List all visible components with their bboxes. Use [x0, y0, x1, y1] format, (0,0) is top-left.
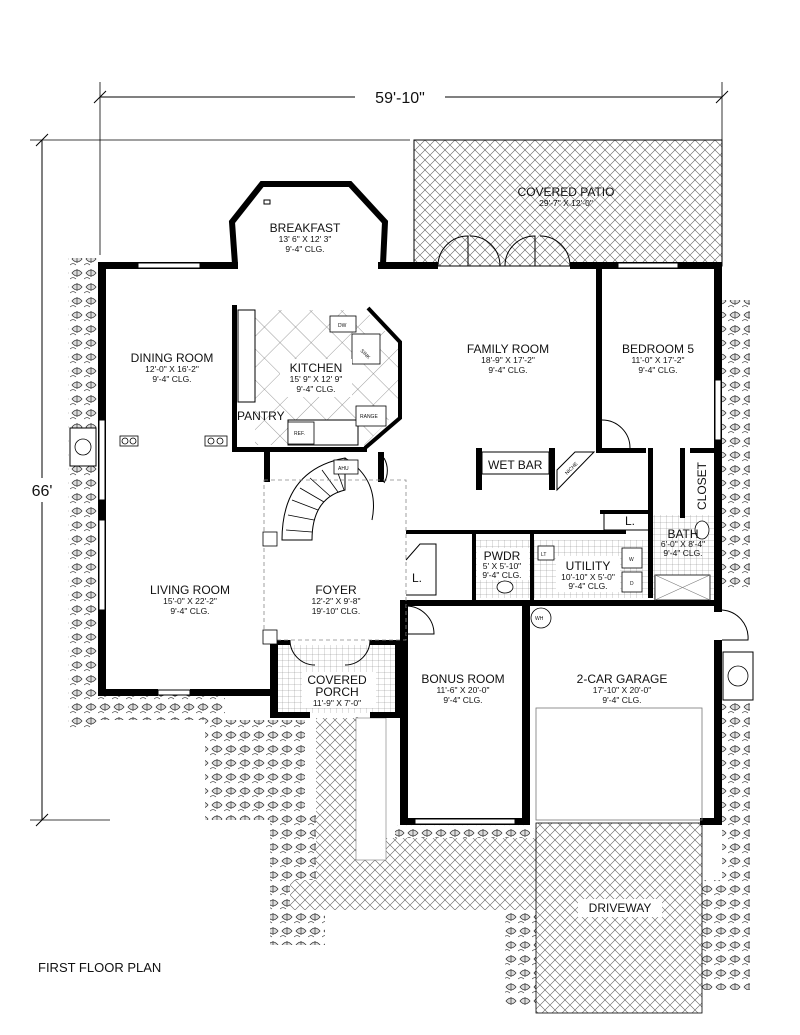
- driveway-label-group: DRIVEWAY: [578, 899, 662, 917]
- foyer-dims: 12'-2" X 9'-8": [312, 596, 361, 606]
- width-dimension: 59'-10": [93, 82, 729, 255]
- utility-dims: 10'-10" X 5'-0": [561, 572, 615, 582]
- walkway-paving: [290, 717, 540, 910]
- dining-fireplace: [69, 427, 97, 467]
- garage-ceiling: 9'-4" CLG.: [602, 695, 641, 705]
- driveway-paving: [535, 822, 703, 1014]
- room-dining: DINING ROOM 12'-0" X 16'-2" 9'-4" CLG.: [131, 351, 214, 384]
- doors: [289, 419, 749, 666]
- room-bedroom-5: BEDROOM 5 11'-0" X 17'-2" 9'-4" CLG.: [622, 342, 694, 375]
- width-dimension-label: 59'-10": [375, 90, 425, 107]
- room-bonus: BONUS ROOM 11'-6" X 20'-0" 9'-4" CLG.: [421, 672, 504, 705]
- curved-staircase: [281, 457, 374, 541]
- water-heater-label: WH: [535, 616, 544, 622]
- linen-label-2: L.: [625, 514, 635, 528]
- foyer-name: FOYER: [315, 583, 357, 597]
- kitchen-dims: 15' 9" X 12' 9": [290, 374, 343, 384]
- dining-room-ceiling: 9'-4" CLG.: [152, 374, 191, 384]
- living-room-name: LIVING ROOM: [150, 583, 230, 597]
- room-bath: BATH 6'-0" X 8'-4" 9'-4" CLG.: [661, 527, 705, 558]
- covered-patio-paving: [413, 139, 723, 267]
- room-breakfast: BREAKFAST 13' 6" X 12' 3" 9'-4" CLG.: [270, 221, 341, 254]
- foyer-ceiling: 19'-10" CLG.: [312, 606, 361, 616]
- dining-room-dims: 12'-0" X 16'-2": [145, 364, 199, 374]
- linen-label-1: L.: [412, 571, 422, 585]
- column: [262, 629, 278, 645]
- wet-bar-label: WET BAR: [488, 458, 543, 472]
- bath-name: BATH: [667, 527, 698, 541]
- kitchen-name: KITCHEN: [290, 361, 343, 375]
- family-room-ceiling: 9'-4" CLG.: [488, 365, 527, 375]
- covered-patio-dims: 29'-7" X 12'-0": [539, 198, 593, 208]
- bath-dims: 6'-0" X 8'-4": [661, 539, 705, 549]
- breakfast-name: BREAKFAST: [270, 221, 341, 235]
- refrigerator-label: REF.: [294, 431, 305, 437]
- patio-doors: [437, 235, 571, 267]
- dishwasher-label: DW: [338, 323, 347, 329]
- kitchen-counters: [237, 309, 387, 446]
- breakfast-dims: 13' 6" X 12' 3": [279, 234, 332, 244]
- depth-dimension-label: 66': [32, 483, 53, 500]
- closet-label: CLOSET: [695, 461, 709, 510]
- garage-dims: 17'-10" X 20'-0": [593, 685, 651, 695]
- room-family: FAMILY ROOM 18'-9" X 17'-2" 9'-4" CLG.: [467, 342, 549, 375]
- covered-porch-dims: 11'-9" X 7'-0": [313, 698, 361, 708]
- depth-dimension: 66': [26, 133, 410, 827]
- linen-closet-1: [405, 543, 437, 596]
- laundry-tub-label: LT: [541, 552, 546, 558]
- bonus-room-name: BONUS ROOM: [421, 672, 504, 686]
- covered-patio-name: COVERED PATIO: [518, 185, 615, 199]
- column: [262, 531, 278, 547]
- toilet: [694, 520, 710, 540]
- family-room-dims: 18'-9" X 17'-2": [481, 355, 535, 365]
- niche: [556, 451, 596, 492]
- dining-room-name: DINING ROOM: [131, 351, 214, 365]
- garage-name: 2-CAR GARAGE: [577, 672, 668, 686]
- kitchen-ceiling: 9'-4" CLG.: [296, 384, 335, 394]
- wet-bar-counter: [481, 451, 550, 475]
- ahu-label: AHU: [338, 466, 349, 472]
- bonus-room-ceiling: 9'-4" CLG.: [443, 695, 482, 705]
- windows: [98, 199, 722, 825]
- dryer-label: D: [630, 581, 634, 587]
- pwdr-dims: 5' X 5'-10": [483, 561, 521, 571]
- room-foyer: FOYER 12'-2" X 9'-8" 19'-10" CLG.: [312, 583, 361, 616]
- pwdr-name: PWDR: [484, 549, 521, 563]
- breakfast-ceiling: 9'-4" CLG.: [285, 244, 324, 254]
- room-garage: 2-CAR GARAGE 17'-10" X 20'-0" 9'-4" CLG.: [577, 672, 668, 705]
- water-heater: [530, 607, 552, 629]
- range-label: RANGE: [360, 414, 378, 420]
- pass-through: [119, 435, 228, 447]
- living-room-dims: 15'-0" X 22'-2": [163, 596, 217, 606]
- pantry-label: PANTRY: [237, 409, 285, 423]
- exterior-ac-unit: [722, 651, 754, 701]
- bonus-room-dims: 11'-6" X 20'-0": [436, 685, 489, 695]
- foyer-outline: [263, 479, 407, 641]
- linen-closet-2: [603, 512, 648, 531]
- walls: [98, 181, 722, 825]
- bath-ceiling: 9'-4" CLG.: [663, 548, 702, 558]
- room-living: LIVING ROOM 15'-0" X 22'-2" 9'-4" CLG.: [150, 583, 230, 616]
- room-kitchen: KITCHEN 15' 9" X 12' 9" 9'-4" CLG.: [280, 359, 352, 397]
- utility-name: UTILITY: [566, 559, 611, 573]
- utility-ceiling: 9'-4" CLG.: [568, 581, 607, 591]
- plan-title: FIRST FLOOR PLAN: [38, 960, 161, 975]
- bedroom5-ceiling: 9'-4" CLG.: [638, 365, 677, 375]
- pwdr-toilet: [496, 580, 514, 594]
- covered-porch-name-2: PORCH: [315, 685, 358, 699]
- driveway-label: DRIVEWAY: [589, 901, 652, 915]
- room-covered-patio: COVERED PATIO 29'-7" X 12'-0": [518, 185, 615, 208]
- garage-door: [535, 707, 703, 821]
- living-room-ceiling: 9'-4" CLG.: [170, 606, 209, 616]
- washer-label: W: [629, 557, 634, 563]
- family-room-name: FAMILY ROOM: [467, 342, 549, 356]
- bedroom5-name: BEDROOM 5: [622, 342, 694, 356]
- room-utility: UTILITY 10'-10" X 5'-0" 9'-4" CLG.: [556, 556, 620, 592]
- pwdr-ceiling: 9'-4" CLG.: [482, 570, 521, 580]
- covered-porch-name: COVERED: [307, 673, 367, 687]
- bedroom5-dims: 11'-0" X 17'-2": [631, 355, 684, 365]
- room-pwdr: PWDR 5' X 5'-10" 9'-4" CLG.: [477, 548, 529, 580]
- room-covered-porch: COVERED PORCH 11'-9" X 7'-0": [302, 672, 376, 708]
